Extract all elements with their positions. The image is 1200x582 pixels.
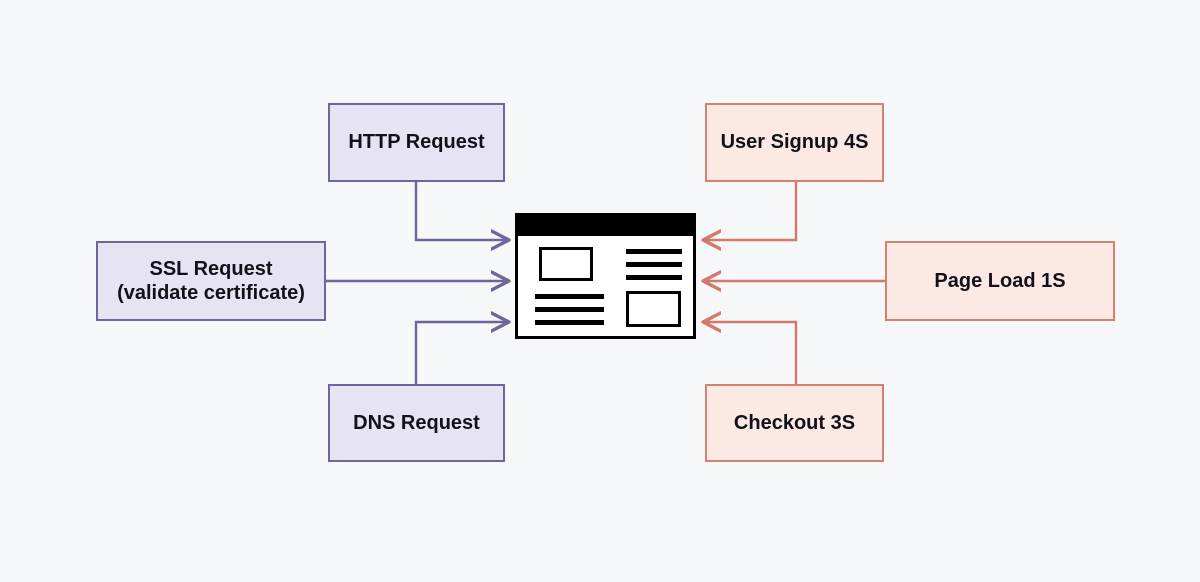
webpage-image-placeholder-top-left bbox=[539, 247, 593, 281]
webpage-text-line-1 bbox=[626, 249, 682, 254]
node-page-load-label: Page Load 1S bbox=[934, 269, 1066, 292]
node-checkout-label: Checkout 3S bbox=[733, 411, 856, 434]
edge-http-request bbox=[414, 182, 508, 240]
edge-user-signup bbox=[704, 182, 798, 240]
node-dns-request[interactable]: DNS Request bbox=[328, 384, 505, 462]
webpage-text-line-2 bbox=[626, 262, 682, 267]
node-http-request-label: HTTP Request bbox=[348, 131, 485, 154]
edge-checkout bbox=[704, 322, 798, 384]
node-user-signup-label: User Signup 4S bbox=[720, 131, 869, 154]
webpage-image-placeholder-bottom-right bbox=[626, 291, 681, 327]
node-ssl-request[interactable]: SSL Request (validate certificate) bbox=[96, 241, 326, 321]
node-user-signup[interactable]: User Signup 4S bbox=[705, 103, 884, 182]
node-ssl-request-label: SSL Request (validate certificate) bbox=[117, 257, 305, 304]
node-http-request[interactable]: HTTP Request bbox=[328, 103, 505, 182]
webpage-text-line-5 bbox=[535, 307, 604, 312]
webpage-text-line-4 bbox=[535, 294, 604, 299]
node-page-load[interactable]: Page Load 1S bbox=[885, 241, 1115, 321]
node-dns-request-label: DNS Request bbox=[353, 411, 480, 434]
webpage-titlebar-icon bbox=[518, 216, 693, 236]
webpage-icon bbox=[515, 213, 696, 339]
webpage-text-line-3 bbox=[626, 275, 682, 280]
node-checkout[interactable]: Checkout 3S bbox=[705, 384, 884, 462]
webpage-text-line-6 bbox=[535, 320, 604, 325]
edge-dns-request bbox=[414, 322, 508, 384]
